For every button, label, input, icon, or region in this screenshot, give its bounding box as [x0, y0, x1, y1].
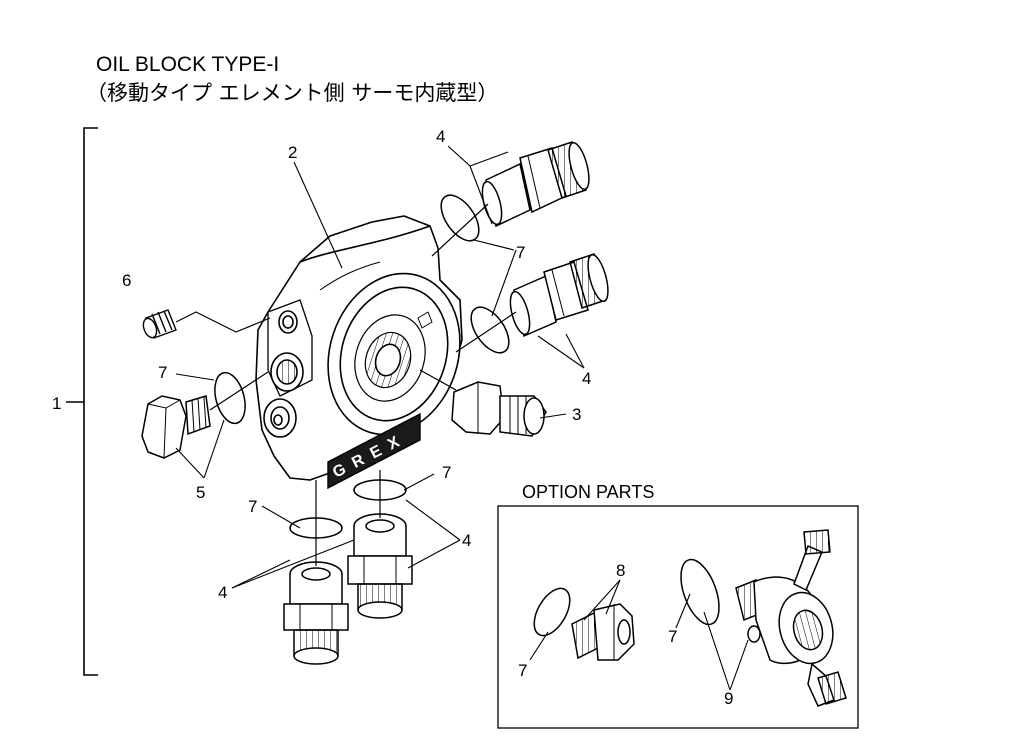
fitting-4-bottom-left	[283, 561, 349, 665]
callout-8: 8	[616, 561, 625, 580]
callout-numbers: 1 2 3 4 4 4 4 5 6 7 7 7 7 7 7 8 9	[52, 127, 733, 708]
part-3-fitting	[419, 369, 547, 437]
callout-3: 3	[572, 405, 581, 424]
diagram-subtitle: （移動タイプ エレメント側 サーモ内蔵型）	[86, 81, 499, 105]
callout-4-right: 4	[582, 369, 591, 388]
fitting-4-bottom-right	[347, 513, 413, 619]
diagram-title: OIL BLOCK TYPE-I	[96, 53, 280, 76]
part-5-plug-bolt	[141, 395, 211, 459]
part-6-set-screw	[142, 309, 271, 339]
option-part-8-plug	[533, 587, 635, 661]
callout-7-upper-right: 7	[516, 243, 525, 262]
callout-7-option-right: 7	[668, 627, 677, 646]
callout-2: 2	[288, 143, 297, 162]
oil-block-body	[255, 215, 463, 481]
callout-7-left: 7	[158, 363, 167, 382]
option-part-9-adapter	[680, 529, 847, 707]
callout-7-lower-left: 7	[248, 497, 257, 516]
callout-4-lower-right: 4	[462, 531, 471, 550]
fitting-4-middle	[509, 253, 609, 338]
callout-5: 5	[196, 483, 205, 502]
o-ring-7-left	[214, 371, 246, 425]
fitting-4-upper	[481, 141, 590, 228]
leader-lines	[175, 145, 749, 691]
option-parts-box	[497, 505, 859, 729]
callout-4-lower-left: 4	[218, 583, 227, 602]
assembly-bracket	[66, 127, 98, 676]
callout-1: 1	[52, 394, 61, 413]
option-parts-title: OPTION PARTS	[522, 482, 655, 502]
callout-4-top: 4	[436, 127, 445, 146]
o-ring-7-upper	[440, 194, 480, 242]
callout-9: 9	[724, 689, 733, 708]
callout-6: 6	[122, 271, 131, 290]
callout-7-option-left: 7	[518, 661, 527, 680]
callout-7-center: 7	[442, 463, 451, 482]
